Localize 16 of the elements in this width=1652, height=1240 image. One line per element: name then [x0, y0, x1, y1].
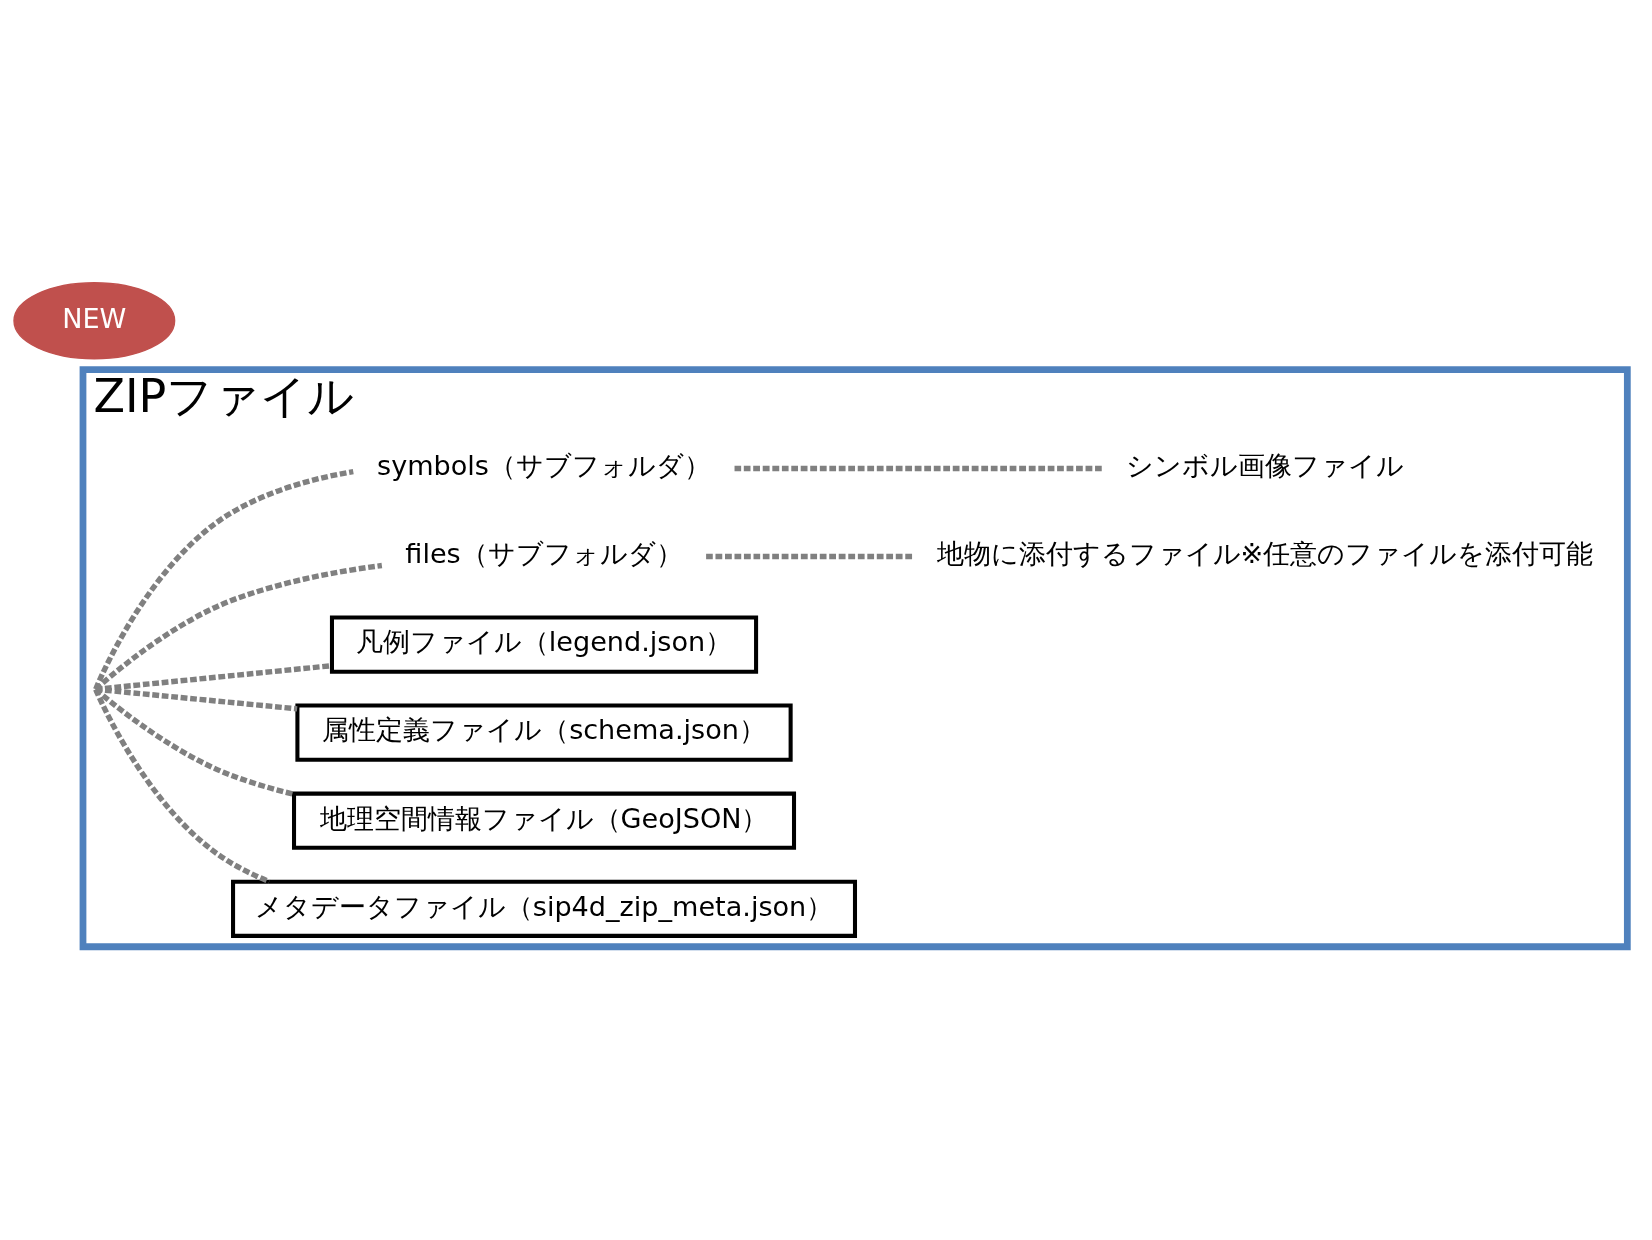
connector: [93, 688, 271, 885]
connector: [94, 687, 295, 797]
node-box: メタデータファイル（sip4d_zip_meta.json）: [231, 879, 857, 938]
connector: [93, 468, 354, 691]
connector: [706, 553, 914, 560]
node-text: symbols（サブフォルダ）: [377, 450, 711, 482]
node-text: 地物に添付するファイル※任意のファイルを添付可能: [936, 538, 1594, 570]
connector: [734, 465, 1103, 472]
node-text: シンボル画像ファイル: [1125, 450, 1404, 482]
connector: [95, 663, 332, 692]
node-text: files（サブフォルダ）: [405, 538, 683, 570]
node-box: 地理空間情報ファイル（GeoJSON）: [292, 791, 797, 850]
node-box: 属性定義ファイル（schema.json）: [295, 703, 793, 762]
node-ellipse: NEW: [13, 282, 176, 360]
node-box: 凡例ファイル（legend.json）: [329, 615, 759, 674]
connector: [94, 562, 383, 692]
